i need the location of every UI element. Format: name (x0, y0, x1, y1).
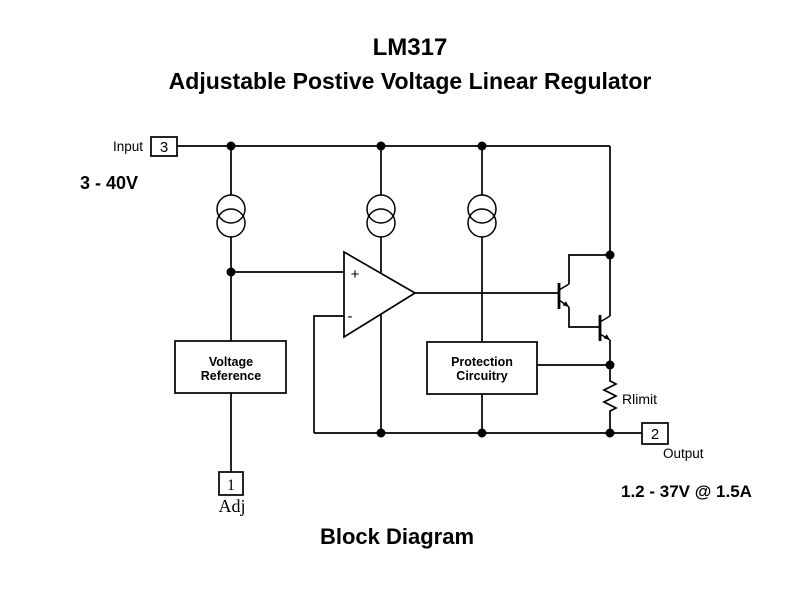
q2-emitter-arrow (603, 334, 610, 340)
diagram-caption: Block Diagram (320, 524, 474, 549)
adjust-pin-box (218, 471, 244, 496)
output-pin-number: 2 (651, 426, 659, 443)
opamp-triangle (343, 250, 417, 339)
voltage-reference-line1: Voltage (209, 355, 253, 369)
current-source-1 (216, 194, 246, 238)
junction-rail-cs2 (376, 141, 386, 151)
pin-input: 3 Input 3 - 40V (80, 136, 178, 193)
junction-bottom-output (605, 428, 615, 438)
output-rating: 1.2 - 37V @ 1.5A (621, 482, 752, 501)
wire-q1-collector (568, 254, 610, 284)
opamp-minus-sign: - (348, 308, 353, 325)
junction-bottom-cs2 (376, 428, 386, 438)
q1-collector-stroke (558, 283, 570, 291)
title-part: LM317 (373, 34, 448, 61)
wires (177, 145, 642, 472)
protection-circuitry-box (426, 341, 538, 395)
darlington-pair (557, 283, 611, 341)
adjust-pin-number: 1 (227, 477, 235, 494)
current-source-2 (366, 194, 396, 238)
transistor-q1 (557, 283, 570, 309)
input-pin-box (150, 136, 178, 157)
adjust-pin-label: Adj (219, 496, 246, 516)
junction-rail-cs1 (226, 141, 236, 151)
cs2-bottom-circle (366, 208, 396, 238)
output-pin-box (641, 422, 669, 445)
wire-q1-emitter-to-q2-base (568, 307, 600, 328)
cs3-bottom-circle (467, 208, 497, 238)
resistor-rlimit (602, 365, 618, 433)
junction-darlington-collector (605, 250, 615, 260)
cs1-bottom-circle (216, 208, 246, 238)
voltage-reference-block: Voltage Reference (174, 340, 287, 394)
output-pin-label: Output (663, 446, 704, 461)
voltage-reference-box (174, 340, 287, 394)
input-pin-number: 3 (160, 139, 168, 156)
junction-dots (226, 141, 615, 438)
error-amplifier: + - (343, 250, 417, 339)
input-pin-label: Input (113, 139, 143, 154)
junction-bottom-protection (477, 428, 487, 438)
junction-noninverting-tap (226, 267, 236, 277)
cs1-top-circle (216, 194, 246, 224)
voltage-reference-line2: Reference (201, 369, 261, 383)
protection-circuitry-line2: Circuitry (456, 369, 507, 383)
wire-feedback (313, 315, 344, 433)
cs3-top-circle (467, 194, 497, 224)
junction-emitter-resistor (605, 360, 615, 370)
protection-circuitry-block: Protection Circuitry (426, 341, 538, 395)
title-subtitle: Adjustable Postive Voltage Linear Regula… (169, 68, 652, 94)
pin-output: 2 Output 1.2 - 37V @ 1.5A (621, 422, 752, 501)
opamp-plus-sign: + (351, 266, 360, 283)
current-source-3 (467, 194, 497, 238)
junction-rail-cs3 (477, 141, 487, 151)
pin-adjust: 1 Adj (218, 471, 246, 516)
rlimit-label: Rlimit (622, 391, 657, 407)
q1-emitter-arrow (562, 301, 569, 307)
q2-collector-stroke (599, 315, 611, 323)
input-rating: 3 - 40V (80, 173, 138, 193)
cs2-top-circle (366, 194, 396, 224)
protection-circuitry-line1: Protection (451, 355, 513, 369)
transistor-q2 (598, 315, 611, 341)
